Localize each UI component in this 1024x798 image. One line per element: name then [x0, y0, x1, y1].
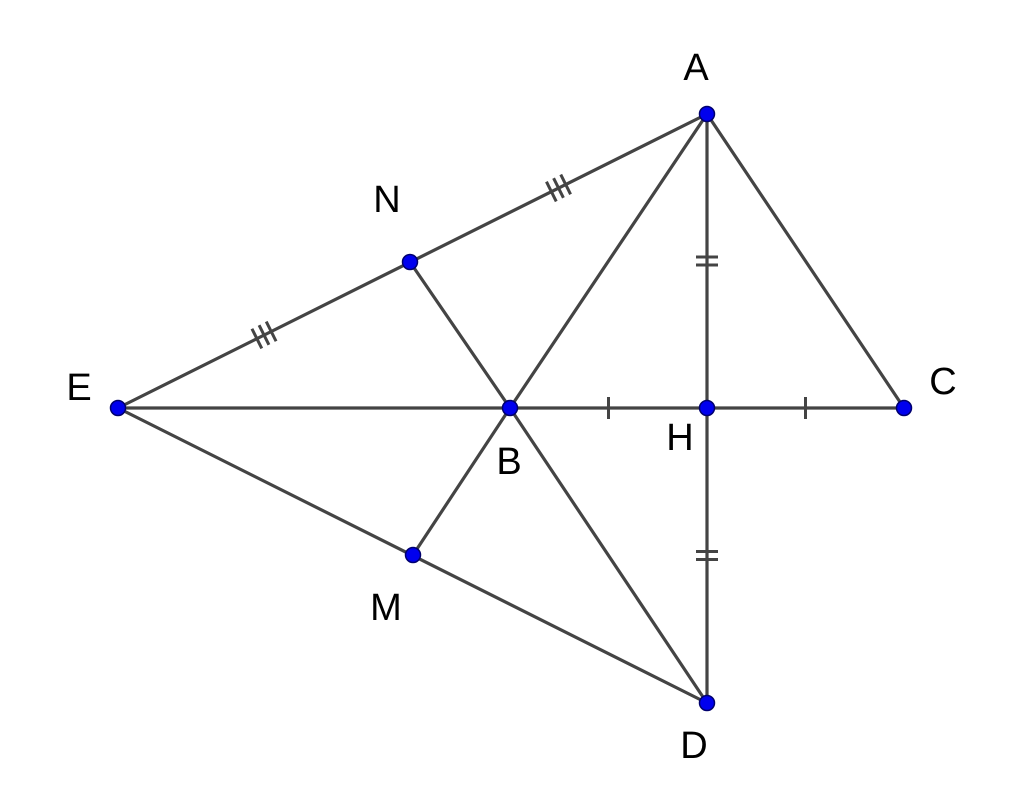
segment-BD — [508, 406, 709, 705]
label-H: H — [666, 417, 693, 459]
segment-AC — [705, 112, 906, 410]
label-A: A — [683, 47, 709, 89]
label-C: C — [929, 361, 956, 403]
points-layer — [109, 105, 913, 712]
point-A — [698, 105, 716, 123]
point-C — [895, 399, 913, 417]
point-N — [401, 253, 419, 271]
point-E — [109, 399, 127, 417]
segment-AB — [508, 112, 709, 410]
segment-BM — [411, 406, 512, 557]
tick-mark-NA — [545, 173, 572, 203]
labels-layer: A N E C B H M D — [66, 47, 956, 767]
label-N: N — [373, 179, 400, 221]
label-M: M — [370, 587, 402, 629]
tick-mark-AH — [696, 255, 718, 267]
tick-marks-layer — [250, 173, 807, 561]
tick-mark-EN — [250, 320, 278, 350]
label-E: E — [66, 367, 91, 409]
point-H — [698, 399, 716, 417]
point-M — [404, 546, 422, 564]
tick-line — [250, 328, 264, 350]
label-B: B — [496, 441, 521, 483]
point-D — [698, 694, 716, 712]
tick-line — [257, 324, 271, 346]
point-B — [501, 399, 519, 417]
tick-line — [559, 173, 572, 195]
label-D: D — [680, 725, 707, 767]
segment-NB — [408, 260, 512, 410]
tick-line — [545, 181, 558, 203]
tick-line — [264, 320, 278, 342]
tick-line — [552, 177, 565, 199]
tick-mark-HD — [696, 550, 718, 561]
